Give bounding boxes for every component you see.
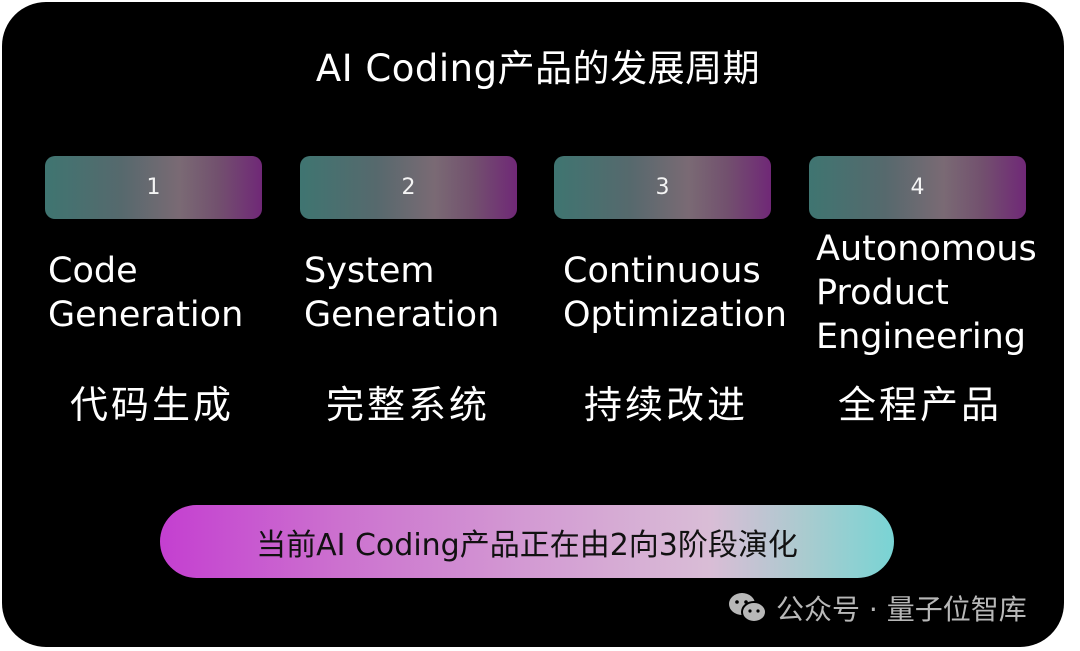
stage-3-english-label: Continuous Optimization <box>563 249 787 337</box>
stage-badge-2: 2 <box>300 156 517 219</box>
stage-badge-1: 1 <box>45 156 262 219</box>
stage-3-english-line: Continuous <box>563 251 761 291</box>
watermark: 公众号 · 量子位智库 <box>728 588 1027 628</box>
stage-1-english-line: Generation <box>48 295 244 335</box>
stage-2-english-line: System <box>304 251 435 291</box>
stage-1-english-label: Code Generation <box>48 249 243 337</box>
stage-badge-3: 3 <box>554 156 771 219</box>
watermark-text: 公众号 · 量子位智库 <box>776 593 1027 626</box>
stage-1-english-line: Code <box>48 251 138 291</box>
stage-2-chinese-label: 完整系统 <box>326 383 491 427</box>
stage-4-english-line: Product <box>816 273 949 313</box>
stage-badge-4: 4 <box>809 156 1026 219</box>
stage-4-english-line: Engineering <box>816 317 1026 357</box>
diagram-card: AI Coding产品的发展周期 1 2 3 4 Code Generation… <box>2 2 1064 647</box>
diagram-title: AI Coding产品的发展周期 <box>315 47 761 90</box>
summary-text: 当前AI Coding产品正在由2向3阶段演化 <box>256 527 798 563</box>
stage-4-chinese-label: 全程产品 <box>838 383 1003 427</box>
stage-2-english-line: Generation <box>304 295 500 335</box>
stage-2-english-label: System Generation <box>304 249 499 337</box>
stage-4-english-label: Autonomous Product Engineering <box>816 227 1037 359</box>
stage-1-chinese-label: 代码生成 <box>70 383 235 427</box>
stage-4-english-line: Autonomous <box>816 229 1037 269</box>
wechat-icon <box>729 593 767 623</box>
stage-3-english-line: Optimization <box>563 295 787 335</box>
summary-banner: 当前AI Coding产品正在由2向3阶段演化 <box>160 505 894 578</box>
stage-3-chinese-label: 持续改进 <box>584 383 749 427</box>
